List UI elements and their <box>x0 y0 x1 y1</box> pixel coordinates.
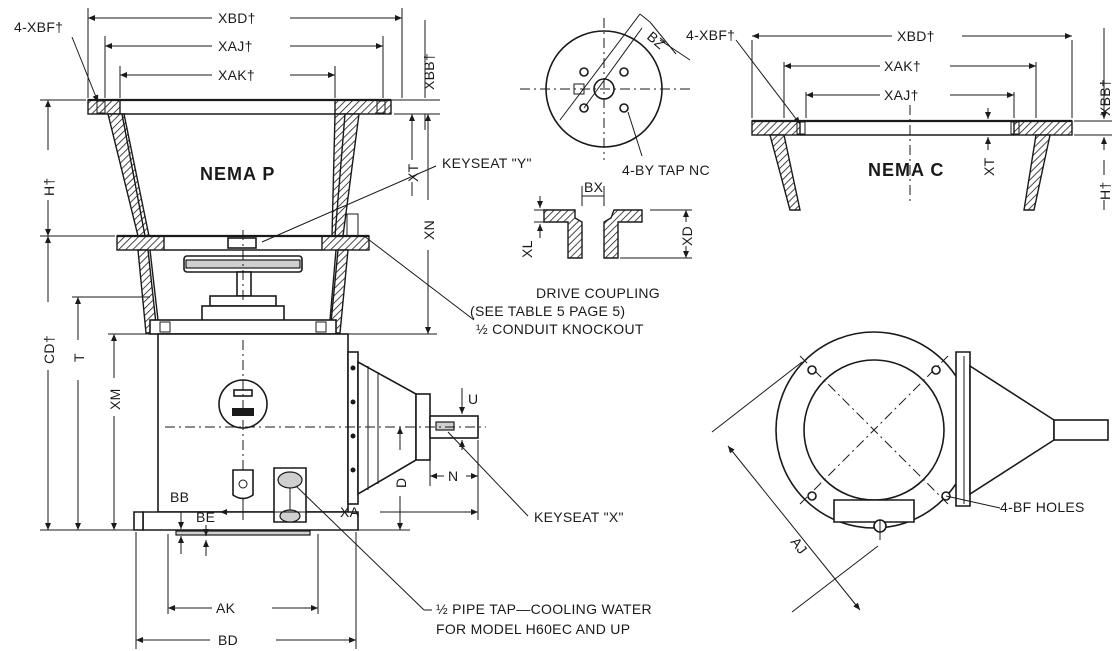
nema-c-view: NEMA C 4-XBF† XBD† XAK† XAJ† XBB† XT H† <box>686 27 1113 211</box>
pipe-tap-model-callout: FOR MODEL H60EC AND UP <box>436 621 630 637</box>
coupling-section-view: BX XL XD <box>519 179 695 259</box>
dim-xaj-label: XAJ† <box>218 38 253 54</box>
dim-c-xak-label: XAK† <box>884 58 921 74</box>
dim-bx-label: BX <box>584 179 604 195</box>
dim-c-xbd-label: XBD† <box>897 28 935 44</box>
by-tap-callout: 4-BY TAP NC <box>622 162 710 178</box>
dim-ak-label: AK <box>216 600 236 616</box>
dim-xt-label: XT <box>405 163 421 182</box>
dim-h-label: H† <box>41 178 57 197</box>
nema-p-elevation-view: NEMA P XBD† XAJ† XAK† 4-XBF† XBB† XT H† … <box>14 8 660 649</box>
keyseat-y-callout: KEYSEAT "Y" <box>442 155 532 171</box>
dim-bz-label: BZ <box>644 28 669 52</box>
gear-housing <box>133 333 486 531</box>
lower-coupling-housing <box>137 230 349 335</box>
dim-aj-label: AJ <box>788 534 811 557</box>
nema-p-title: NEMA P <box>200 164 275 184</box>
top-dimensions <box>71 8 440 130</box>
dim-c-xbb-label: XBB† <box>1097 79 1113 116</box>
xn-xt-dimensions <box>340 99 437 335</box>
dim-c-xt-label: XT <box>981 157 997 176</box>
dim-n-label: N <box>448 468 458 484</box>
pipe-tap-callout: ½ PIPE TAP—COOLING WATER <box>436 601 652 617</box>
coupling-end-view: BZ 4-BY TAP NC <box>520 13 710 178</box>
dim-xl-label: XL <box>519 240 535 258</box>
dim-cd-label: CD† <box>41 335 57 364</box>
dim-xa-label: XA <box>340 504 360 520</box>
conduit-knockout-callout: ½ CONDUIT KNOCKOUT <box>476 321 644 337</box>
dim-xbb-label: XBB† <box>421 53 437 90</box>
bottom-dimensions <box>135 388 479 649</box>
dim-xn-label: XN <box>421 220 437 240</box>
keyseat-x-callout: KEYSEAT "X" <box>534 509 624 525</box>
dim-bd-label: BD <box>218 632 238 648</box>
dim-t-label: T <box>71 353 87 362</box>
dim-u-label: U <box>468 391 478 407</box>
dim-d-label: D <box>393 478 409 488</box>
dim-c-xaj-label: XAJ† <box>884 87 919 103</box>
bf-holes-callout: 4-BF HOLES <box>1000 499 1085 515</box>
plan-view: AJ 4-BF HOLES <box>711 331 1109 613</box>
dim-c-h-label: H† <box>1097 182 1113 201</box>
dim-xak-label: XAK† <box>218 67 255 83</box>
drive-coupling-table-callout: (SEE TABLE 5 PAGE 5) <box>470 303 625 319</box>
dim-be-label: BE <box>196 509 215 525</box>
drive-coupling-callout: DRIVE COUPLING <box>536 285 660 301</box>
dim-4-xbf-label: 4-XBF† <box>14 19 63 35</box>
dim-xd-label: XD <box>679 226 695 246</box>
dim-bb-label: BB <box>170 489 189 505</box>
nema-c-title: NEMA C <box>868 160 944 180</box>
dim-xbd-label: XBD† <box>218 10 256 26</box>
callout-leaders <box>261 165 529 611</box>
dim-xm-label: XM <box>107 388 123 410</box>
dim-c-4-xbf-label: 4-XBF† <box>686 27 735 43</box>
left-dimensions <box>40 99 158 531</box>
